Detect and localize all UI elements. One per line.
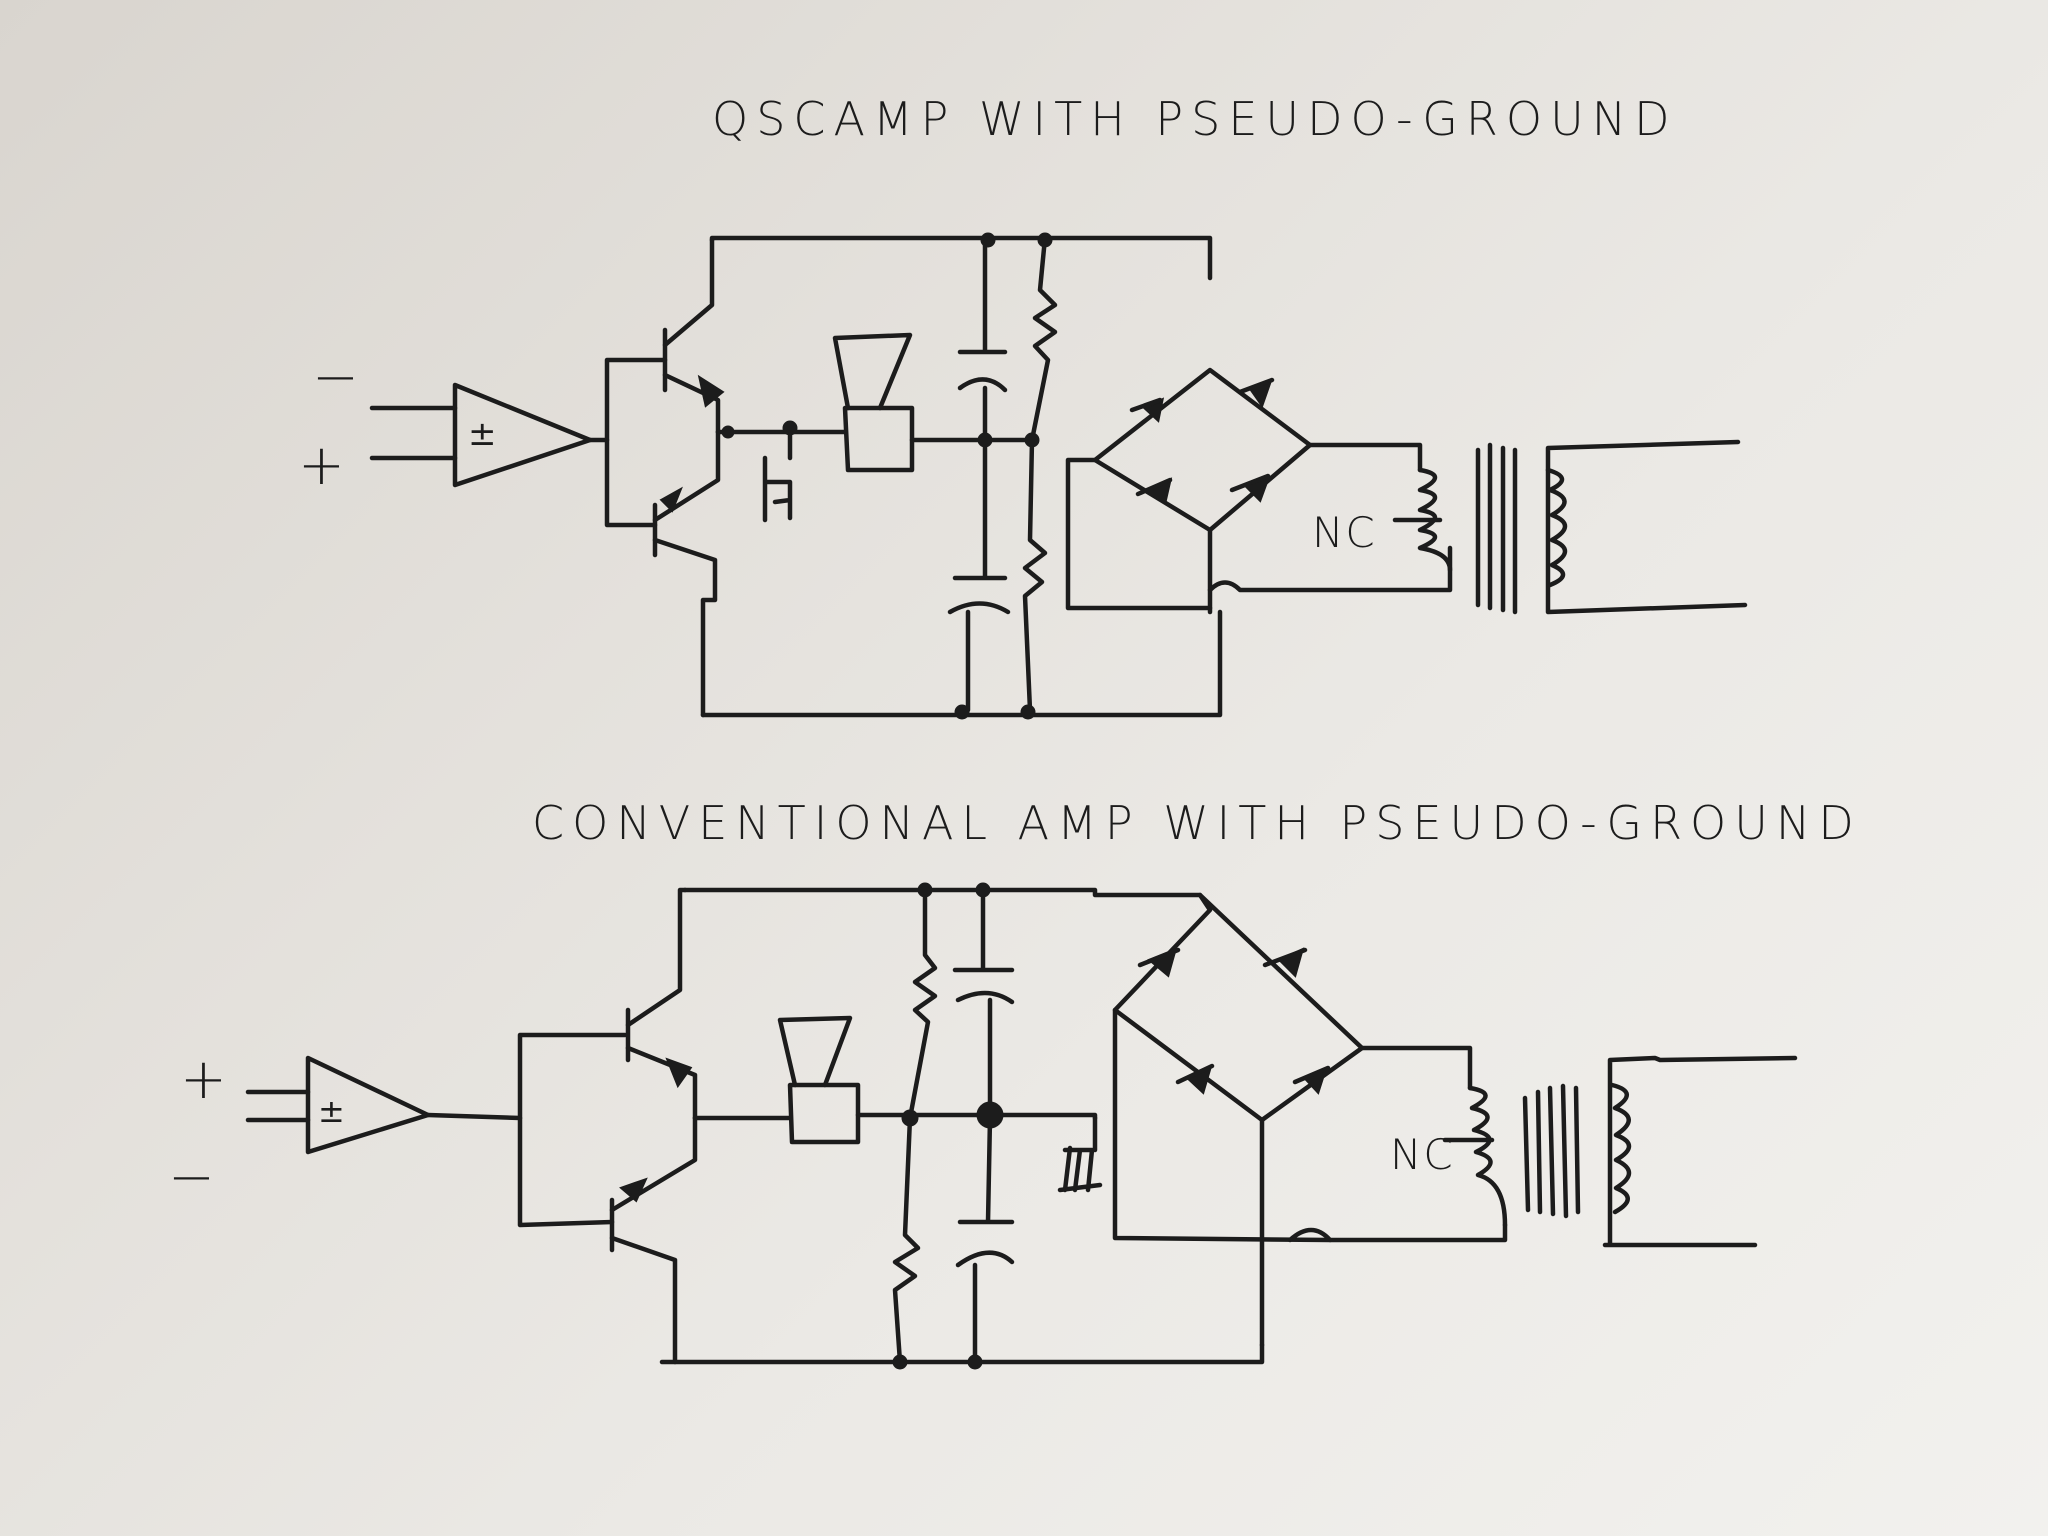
- diagram-1-pin-top-label: −: [312, 345, 359, 410]
- diagram-1-opamp-sign: ±: [468, 414, 503, 454]
- diagram-1-resistors: [1022, 235, 1058, 713]
- diagram-2-pin-bottom-label: −: [168, 1145, 215, 1210]
- diagram-1-speaker: [832, 332, 915, 473]
- diagram-1-top-rail: [709, 235, 1213, 281]
- diagram-1-opamp: ±: [369, 382, 610, 488]
- diagram-1-pin-bottom-label: +: [298, 433, 345, 498]
- diagram-2-opamp: ±: [245, 1055, 523, 1155]
- diagram-2-bridge-rectifier: [1112, 892, 1508, 1348]
- diagram-2-bottom-rail: [659, 1342, 1265, 1365]
- diagram-2-schematic: ±: [245, 882, 1798, 1370]
- diagram-2-nc-label: NC: [1390, 1130, 1455, 1179]
- diagram-1-transformer: [1392, 439, 1748, 615]
- diagram-2-capacitors: [952, 887, 1015, 1365]
- diagram-1-title: QSCAMP WITH PSEUDO-GROUND: [712, 92, 1678, 146]
- diagram-1-bridge-rectifier: [1065, 367, 1453, 615]
- diagram-1-transistor-pair: [604, 237, 725, 718]
- diagram-2-transformer: [1442, 1055, 1798, 1248]
- diagram-2-resistors: [892, 887, 938, 1365]
- diagram-2-top-rail: [682, 887, 1203, 898]
- diagram-1-schematic: ±: [369, 232, 1748, 720]
- diagram-1-bottom-rail: [700, 609, 1223, 718]
- diagram-1-capacitors: [947, 235, 1011, 713]
- diagram-2-transistor-pair: [517, 887, 698, 1365]
- diagram-2-opamp-sign: ±: [318, 1092, 351, 1130]
- diagram-2-speaker: [777, 1015, 861, 1145]
- diagram-2-pin-top-label: +: [180, 1047, 227, 1112]
- diagram-2-title: CONVENTIONAL AMP WITH PSEUDO-GROUND: [532, 796, 1862, 850]
- diagram-1-nc-label: NC: [1312, 508, 1377, 557]
